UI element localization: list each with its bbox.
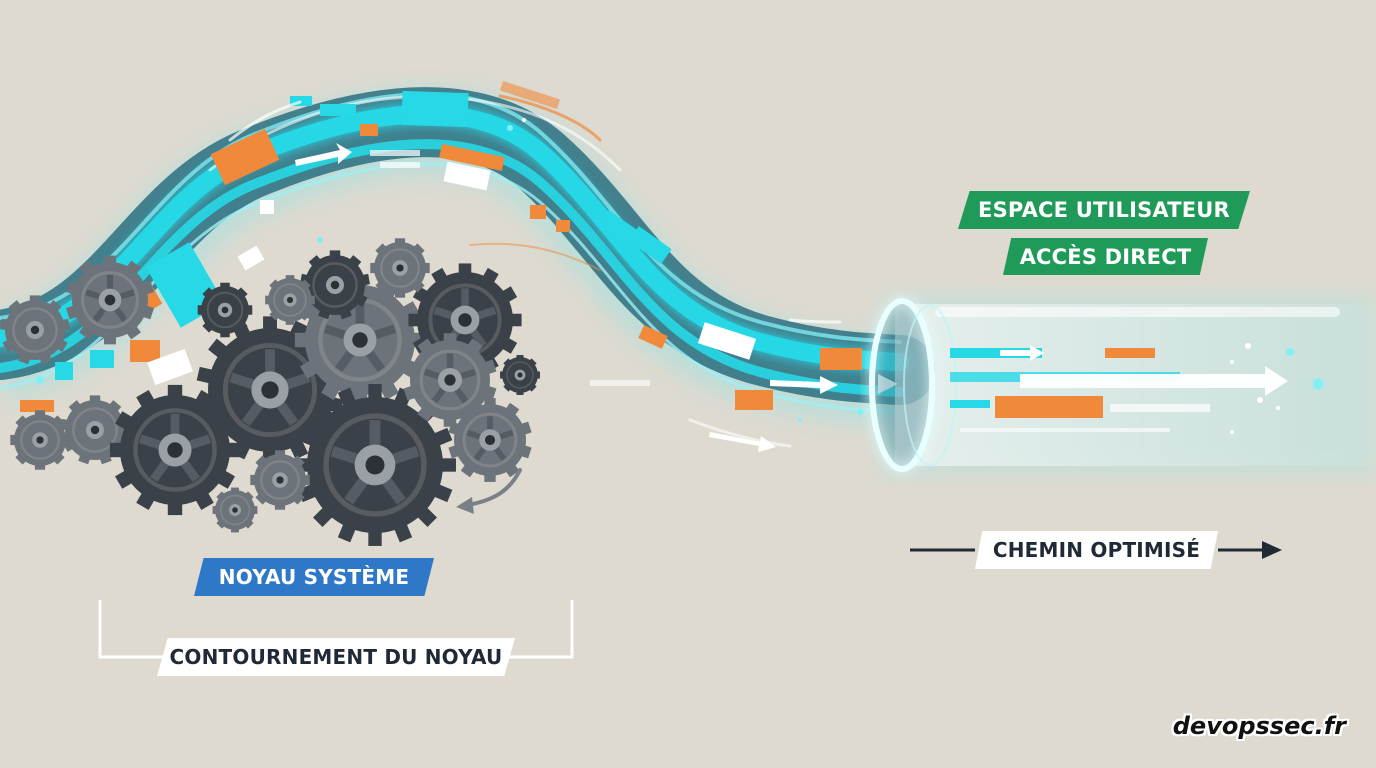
arrow-right-icon (770, 376, 838, 394)
arrow-right-icon (709, 432, 776, 452)
gear-icon (212, 487, 258, 533)
optimized-path-label: CHEMIN OPTIMISÉ (975, 531, 1218, 569)
arrow-right-icon (1020, 366, 1288, 396)
accent-streaks (228, 94, 842, 324)
arrow-right-icon (1000, 345, 1044, 361)
gear-icon (10, 410, 70, 470)
gear-icon (500, 355, 540, 395)
curved-arrow-icon (466, 468, 522, 507)
gear-icon (408, 263, 522, 377)
gear-icon (197, 282, 253, 338)
kernel-bypass-text: CONTOURNEMENT DU NOYAU (169, 645, 503, 669)
watermark: devopssec.fr (1172, 712, 1346, 740)
direct-access-text: ACCÈS DIRECT (1019, 244, 1192, 269)
gear-icon (448, 398, 532, 482)
gear-icon (196, 316, 344, 464)
user-space-text: ESPACE UTILISATEUR (978, 198, 1230, 222)
gear-icon (0, 295, 70, 365)
user-space-label: ESPACE UTILISATEUR (958, 191, 1250, 229)
kernel-gears (0, 238, 540, 546)
arrow-right-icon (295, 143, 352, 166)
gear-icon (109, 384, 241, 516)
particles (36, 118, 863, 422)
gear-icon (370, 238, 430, 298)
optimized-path-text: CHEMIN OPTIMISÉ (992, 538, 1201, 562)
kernel-label: NOYAU SYSTÈME (194, 558, 434, 596)
kernel-bypass-label: CONTOURNEMENT DU NOYAU (157, 638, 515, 676)
gear-icon (294, 274, 426, 406)
gear-icon (265, 275, 315, 325)
arrow-right-icon (1262, 541, 1282, 559)
gear-icon (65, 255, 155, 345)
kernel-text: NOYAU SYSTÈME (218, 565, 410, 589)
gear-icon (294, 384, 456, 546)
direct-access-tube (869, 296, 1376, 476)
gear-icon (403, 333, 497, 427)
direct-access-label: ACCÈS DIRECT (1003, 238, 1208, 275)
gear-icon (250, 450, 310, 510)
